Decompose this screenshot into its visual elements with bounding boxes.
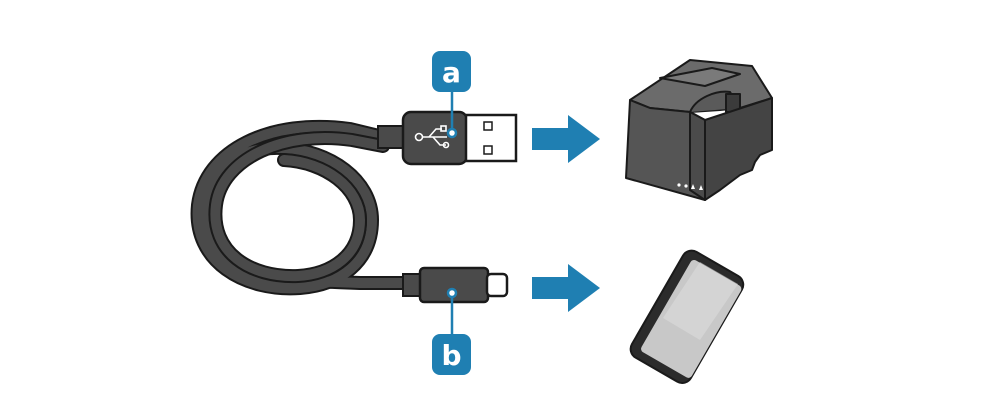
smartphone-device	[629, 249, 745, 384]
callout-a: a	[432, 51, 471, 139]
arrow-right-icon	[532, 264, 600, 312]
usb-icon	[414, 125, 450, 149]
cable-coil	[190, 119, 417, 296]
usb-a-connector	[377, 110, 518, 166]
callout-label-b: b	[441, 339, 461, 372]
printer-indicator-icons	[677, 183, 703, 190]
usb-c-connector	[402, 266, 509, 304]
callout-label-a: a	[442, 56, 461, 89]
arrow-right-icon	[532, 115, 600, 163]
callout-b: b	[432, 287, 471, 375]
printer-device	[625, 59, 773, 201]
